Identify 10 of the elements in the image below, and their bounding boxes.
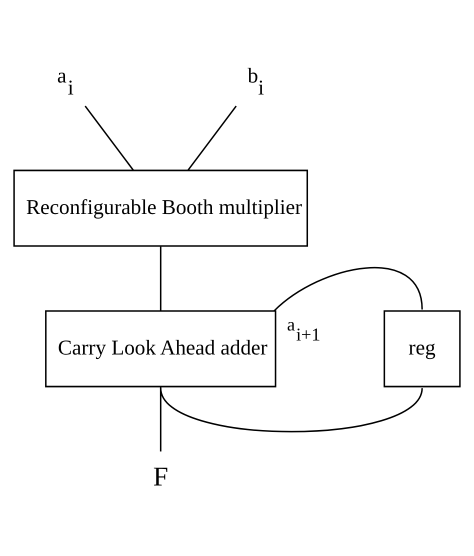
node-box: reg <box>384 310 461 387</box>
connector <box>160 387 423 432</box>
node-box: Reconfigurable Booth multiplier <box>13 169 308 246</box>
connector <box>84 105 134 170</box>
node-text: F <box>153 460 168 491</box>
connector <box>160 246 162 310</box>
connector <box>187 105 237 170</box>
connector <box>160 386 162 451</box>
node-box: Carry Look Ahead adder <box>45 310 276 387</box>
connector <box>274 266 423 312</box>
